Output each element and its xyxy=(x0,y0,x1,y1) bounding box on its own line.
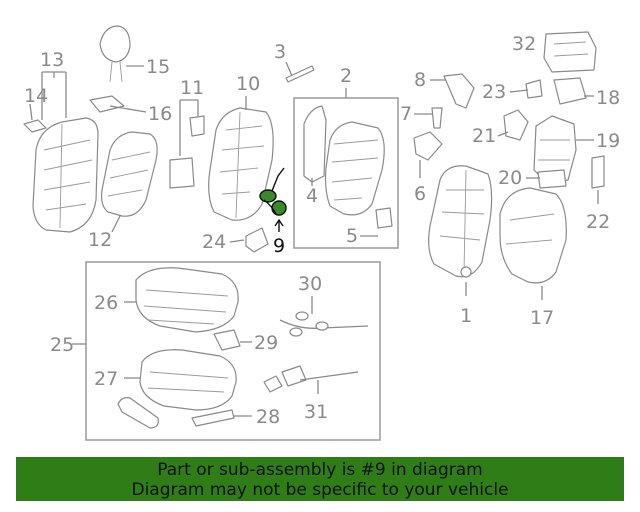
callout-5: 5 xyxy=(346,225,358,247)
callout-2: 2 xyxy=(340,65,352,87)
part-20-button xyxy=(537,169,567,189)
part-30-harness xyxy=(279,311,369,337)
part-26-cushion xyxy=(135,267,239,333)
part-3-rod xyxy=(285,65,315,83)
part-1-backrest-frame-rear xyxy=(428,165,493,278)
callout-8: 8 xyxy=(414,69,426,91)
callout-13: 13 xyxy=(40,49,64,71)
callout-7: 7 xyxy=(400,103,412,125)
part-23-clip xyxy=(525,79,543,99)
callout-16: 16 xyxy=(148,103,172,125)
part-24-bracket xyxy=(245,227,269,253)
part-16-bracket xyxy=(89,95,125,113)
part-9-highlighted-cable xyxy=(259,167,287,216)
part-18-cover xyxy=(553,77,587,105)
callout-1: 1 xyxy=(460,305,472,327)
callout-20: 20 xyxy=(498,167,522,189)
part-32-module xyxy=(543,31,597,73)
callout-29: 29 xyxy=(254,332,278,354)
leader-lines xyxy=(29,61,599,417)
callout-24: 24 xyxy=(202,231,226,253)
callout-11: 11 xyxy=(180,77,204,99)
part-6-latch xyxy=(413,131,443,161)
part-28-rail xyxy=(191,409,235,427)
part-27-cushion xyxy=(139,349,237,411)
part-8-bracket xyxy=(443,73,475,109)
callout-4: 4 xyxy=(306,185,318,207)
leader-9-arrow xyxy=(274,218,284,227)
banner-line-1: Part or sub-assembly is #9 in diagram xyxy=(157,460,483,480)
callout-17: 17 xyxy=(530,307,554,329)
callout-18: 18 xyxy=(596,87,620,109)
callout-6: 6 xyxy=(414,183,426,205)
part-13-backrest-cover xyxy=(32,117,99,233)
callout-15: 15 xyxy=(146,56,170,78)
callout-28: 28 xyxy=(256,406,280,428)
callout-25: 25 xyxy=(50,334,74,356)
callout-12: 12 xyxy=(88,229,112,251)
group-box-25 xyxy=(85,261,381,441)
callout-22: 22 xyxy=(586,211,610,233)
info-banner: Part or sub-assembly is #9 in diagram Di… xyxy=(16,457,624,501)
part-22-plate xyxy=(591,155,605,189)
callout-10: 10 xyxy=(236,73,260,95)
callout-14: 14 xyxy=(24,85,48,107)
part-15-headrest xyxy=(99,25,131,83)
callout-23: 23 xyxy=(482,81,506,103)
part-7-pin xyxy=(431,107,443,129)
part-2-backrest-shell xyxy=(324,121,385,216)
callout-26: 26 xyxy=(94,292,118,314)
callout-19: 19 xyxy=(596,130,620,152)
part-31-cable xyxy=(263,365,359,393)
callout-31: 31 xyxy=(304,401,328,423)
callout-labels: 13 14 15 16 11 10 3 2 12 4 5 24 9 8 7 6 … xyxy=(24,33,620,428)
callout-27: 27 xyxy=(94,368,118,390)
part-14-clip xyxy=(23,119,47,133)
callout-32: 32 xyxy=(512,33,536,55)
part-17-rear-panel xyxy=(499,187,567,284)
part-10-backrest-frame xyxy=(208,107,274,221)
callout-9-highlighted: 9 xyxy=(273,235,285,257)
part-21-bracket xyxy=(503,109,529,141)
banner-line-2: Diagram may not be specific to your vehi… xyxy=(131,480,509,500)
part-4-panel xyxy=(303,105,327,183)
part-roll xyxy=(117,397,159,429)
part-29-bracket xyxy=(213,329,241,351)
callout-21: 21 xyxy=(472,125,496,147)
part-19-housing xyxy=(533,115,577,185)
callout-30: 30 xyxy=(298,273,322,295)
part-12-backrest-pad xyxy=(101,131,158,217)
part-11-module xyxy=(169,115,205,189)
part-5-clip xyxy=(375,207,393,229)
callout-3: 3 xyxy=(274,41,286,63)
